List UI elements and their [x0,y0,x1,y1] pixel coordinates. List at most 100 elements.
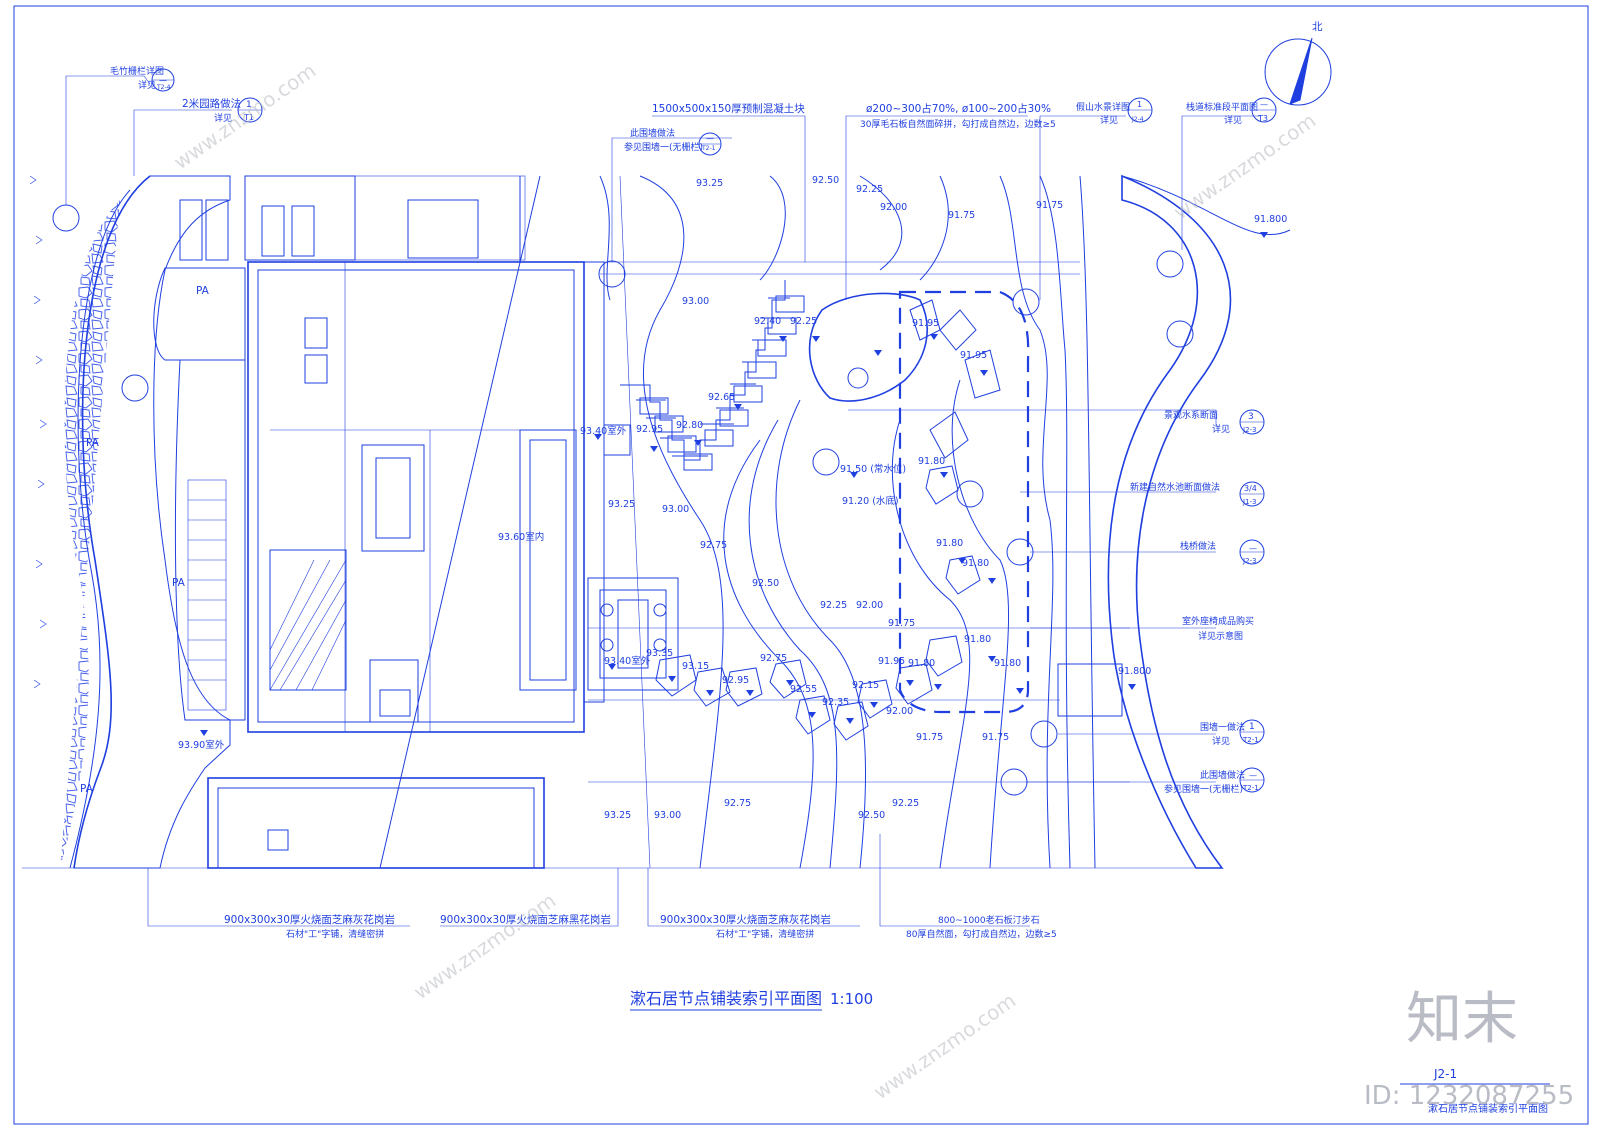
indoor-outdoor-label-1: 93.40室外 [580,425,627,437]
elevation-label: 91.75 [916,732,943,743]
callout-rockery: 假山水景详图 [1076,101,1130,113]
gravel-strip [179,175,526,261]
elevation-label: 91.800 [1254,214,1287,225]
callout-granite-grey-2-sub: 石材"工"字铺，清缝密拼 [716,928,814,940]
callout-wall-two: 此围墙做法 [1200,769,1245,781]
elevation-label: 92.25 [856,184,883,195]
outdoor-label-3: 93.90室外 [178,739,225,751]
watermark: 知末 ID: 1232087255 www.znzmo.com www.znzm… [169,58,1574,1111]
elevation-label: 92.50 [812,175,839,186]
north-arrow-icon: 北 [1264,21,1332,106]
callout-boardwalk-sub: 详见 [1224,114,1242,126]
elevation-label: 91.800 [1118,666,1151,677]
elevation-label: 93.25 [604,810,631,821]
index-bubbles [151,68,1277,793]
callout-stepping-stone: 800~1000老石板汀步石 [938,914,1040,926]
elevation-label: 91.80 [964,634,991,645]
elevation-label: 92.00 [880,202,907,213]
callout-bamboo-fence-sheet: T2-4 [156,84,171,91]
callout-granite-grey-1-sub: 石材"工"字铺，清缝密拼 [286,928,384,940]
elevation-label: 93.35 [646,648,673,659]
callout-water-section-sub: 详见 [1212,423,1230,435]
watermark-url-1: www.znzmo.com [169,58,320,174]
contour-lines [599,175,1096,869]
callout-water-section: 景观水系断面 [1164,409,1218,421]
callout-trestle-idx: — [1249,544,1257,553]
callout-natural-pond-sheet: J1-3 [1242,498,1257,506]
drawing-title-block: 漱石居节点铺装索引平面图 1:100 [630,989,873,1011]
sheet-number-block: J2-1 漱石居节点铺装索引平面图 [1400,1067,1550,1115]
watermark-url-4: www.znzmo.com [869,988,1020,1104]
sheet-border [13,5,1589,1125]
callout-garden-path-idx: 1 [246,100,252,110]
callout-boardwalk: 栈道标准段平面图 [1186,101,1258,113]
elevation-label: 91.75 [982,732,1009,743]
elevation-label: 92.75 [760,653,787,664]
callout-bamboo-fence-sub: 详见 [138,79,156,91]
elevation-label: 92.25 [820,600,847,611]
dashed-boundary [898,290,1030,714]
water-bottom-label: 91.20 (水底) [842,495,899,507]
elevation-label: 92.25 [892,798,919,809]
leader-lines [65,75,1260,927]
callout-garden-path-sheet: T1 [243,113,254,122]
elevation-label: 92.15 [852,680,879,691]
callout-garden-path-sub: 详见 [214,112,232,124]
elevation-label: 93.25 [608,499,635,510]
elevation-label: 91.95 [960,350,987,361]
elevation-label: 92.50 [752,578,779,589]
arrow-marks [29,175,47,689]
callout-wall-two-idx: — [1249,771,1257,780]
boardwalk-bridge [1057,174,1291,869]
callout-wall-one: 围墙一做法 [1200,721,1245,733]
elevation-label: 92.35 [822,697,849,708]
elevation-label: 92.50 [858,810,885,821]
elevation-label: 93.00 [682,296,709,307]
elevation-label: 93.00 [654,810,681,821]
callout-bench-sub: 详见示意图 [1198,630,1243,642]
indoor-label: 93.60室内 [498,531,544,543]
elevation-label: 93.15 [682,661,709,672]
main-building [247,175,585,869]
callout-granite-grey-1: 900x300x30厚火烧面芝麻灰花岗岩 [224,913,395,926]
callout-wall-one-sheet: T2-1 [1242,736,1259,744]
elevation-label: 92.75 [700,540,727,551]
callout-trestle: 栈桥做法 [1180,540,1216,552]
elevation-label: 91.80 [994,658,1021,669]
callout-boardwalk-sheet: T3 [1257,114,1268,123]
callout-stepping-stone-sub: 80厚自然面，勾打成自然边，边数≥5 [906,928,1057,940]
elevation-label: 92.95 [722,675,749,686]
drawing-scale: 1:100 [830,990,873,1008]
rockery [808,292,928,402]
watermark-id: ID: 1232087255 [1364,1081,1574,1111]
callout-rubble-sub: 30厚毛石板自然面碎拼，勾打成自然边，边数≥5 [860,118,1056,130]
callout-bench: 室外座椅成品购买 [1182,615,1254,627]
elevation-label: 91.95 [878,656,905,667]
callout-rockery-sheet: J2-4 [1131,116,1144,123]
elevation-label: 91.80 [962,558,989,569]
callout-granite-grey-2: 900x300x30厚火烧面芝麻灰花岗岩 [660,913,831,926]
watermark-brand: 知末 [1406,987,1518,1052]
paved-path-left [60,175,231,869]
elevation-label: 91.80 [936,538,963,549]
callout-rockery-idx: 1 [1137,100,1142,109]
pa-label-4: PA [80,783,94,795]
pa-labels: PA PA PA PA [80,285,210,795]
elevation-label: 92.65 [708,392,735,403]
watermark-url-2: www.znzmo.com [1169,108,1320,224]
callout-water-section-idx: 3 [1248,412,1254,422]
sheet-number: J2-1 [1433,1067,1457,1081]
callout-wall-one-idx: 1 [1249,722,1255,732]
elevation-label: 91.80 [908,658,935,669]
callout-precast-block: 1500x500x150厚预制混凝土块 [652,102,805,115]
elevation-label: 92.80 [676,420,703,431]
top-callouts: 毛竹栅栏详图 详见 — T2-4 2米园路做法 详见 1 T1 1500x500… [110,65,1268,153]
pa-label-1: PA [196,285,210,297]
elevation-label: 92.00 [886,706,913,717]
callout-rubble: ø200~300占70%, ø100~200占30% [866,102,1051,115]
drawing-title: 漱石居节点铺装索引平面图 [630,989,822,1008]
elevation-label: 92.75 [724,798,751,809]
elevation-label: 92.00 [856,600,883,611]
callout-wall-sub: 参见围墙一(无栅栏) [624,141,703,153]
